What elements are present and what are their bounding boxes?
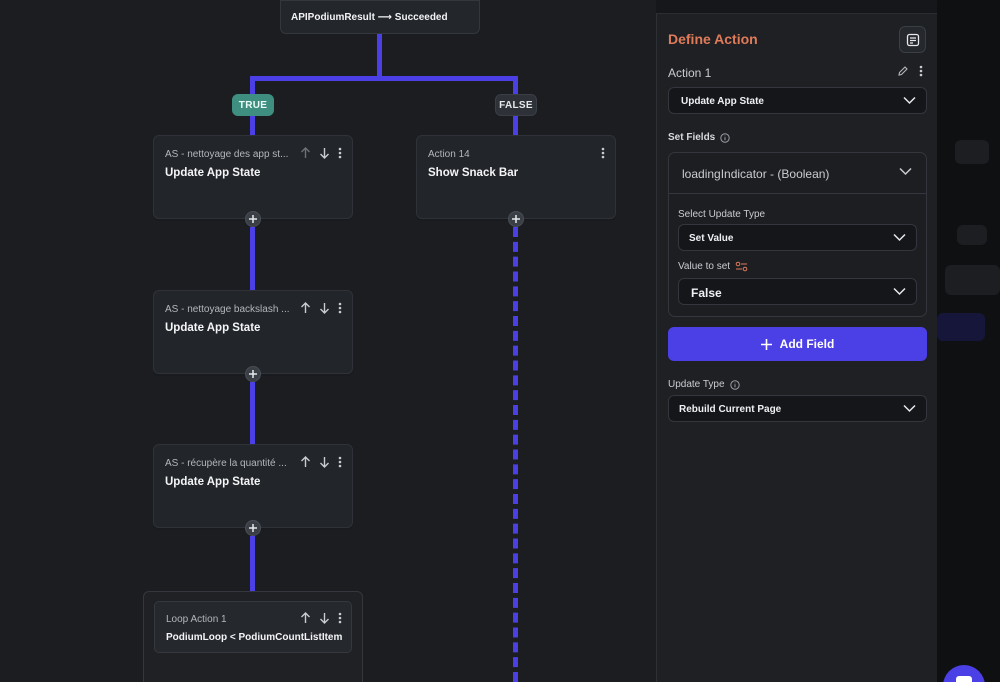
field-name: loadingIndicator - (Boolean) xyxy=(682,167,830,181)
action-name-label: Action 1 xyxy=(668,66,712,80)
dimmed-block xyxy=(957,225,987,245)
add-action-button[interactable] xyxy=(245,366,261,382)
arrow-up-icon[interactable] xyxy=(300,147,311,159)
add-action-button[interactable] xyxy=(245,211,261,227)
node-title: Show Snack Bar xyxy=(428,167,519,179)
connector-false-dashed xyxy=(513,227,518,682)
info-icon xyxy=(720,132,730,143)
arrow-down-icon[interactable] xyxy=(319,612,330,624)
value-to-set-value: False xyxy=(691,286,722,300)
node-title: Update App State xyxy=(165,476,261,488)
select-update-type-label: Select Update Type xyxy=(678,209,766,220)
panel-title: Define Action xyxy=(668,31,758,47)
dimmed-block xyxy=(945,265,1000,295)
action-type-value: Update App State xyxy=(681,96,764,107)
node-title: Update App State xyxy=(165,322,261,334)
page-update-type-value: Rebuild Current Page xyxy=(679,404,782,415)
node-subtitle: AS - récupère la quantité ... xyxy=(165,458,287,469)
add-field-button[interactable]: Add Field xyxy=(668,327,927,361)
plus-icon xyxy=(249,524,257,532)
value-to-set-label: Value to set xyxy=(678,261,748,272)
info-icon xyxy=(729,379,740,390)
loop-subtitle: Loop Action 1 xyxy=(166,614,227,625)
arrow-up-icon[interactable] xyxy=(300,302,311,314)
more-vertical-icon[interactable] xyxy=(338,456,342,468)
notes-button[interactable] xyxy=(899,26,926,53)
plus-icon xyxy=(512,215,520,223)
variable-icon[interactable] xyxy=(735,261,748,272)
dimmed-block xyxy=(937,313,985,341)
node-title: Update App State xyxy=(165,167,261,179)
condition-text: APIPodiumResult ⟶ Succeeded xyxy=(291,12,448,23)
action-node-show-snack-bar[interactable]: Action 14 Show Snack Bar xyxy=(416,135,616,219)
plus-icon xyxy=(249,215,257,223)
action-node-get-quantity[interactable]: AS - récupère la quantité ... Update App… xyxy=(153,444,353,528)
add-action-button[interactable] xyxy=(508,211,524,227)
chevron-down-icon xyxy=(899,167,912,176)
more-vertical-icon[interactable] xyxy=(919,65,923,77)
action-flow-canvas[interactable]: APIPodiumResult ⟶ Succeeded TRUE FALSE A… xyxy=(0,0,656,682)
condition-node[interactable]: APIPodiumResult ⟶ Succeeded xyxy=(280,0,480,34)
chat-fab-button[interactable] xyxy=(943,665,985,682)
chevron-down-icon xyxy=(893,287,906,296)
action-node-clear-backslash[interactable]: AS - nettoyage backslash ... Update App … xyxy=(153,290,353,374)
more-vertical-icon[interactable] xyxy=(338,612,342,624)
plus-icon xyxy=(249,370,257,378)
branch-true-pill[interactable]: TRUE xyxy=(232,94,274,116)
dimmed-overlay xyxy=(937,0,1000,682)
chevron-down-icon xyxy=(903,404,916,413)
connector-trunk xyxy=(377,34,382,78)
field-editor: loadingIndicator - (Boolean) Select Upda… xyxy=(668,152,927,317)
action-node-clear-app-state[interactable]: AS - nettoyage des app st... Update App … xyxy=(153,135,353,219)
update-type-label: Update Type xyxy=(668,379,740,390)
node-subtitle: AS - nettoyage backslash ... xyxy=(165,304,289,315)
connector-true-3 xyxy=(250,536,255,592)
loop-action-node[interactable]: Loop Action 1 PodiumLoop < PodiumCountLi… xyxy=(154,601,352,653)
plus-icon xyxy=(760,338,772,350)
node-subtitle: AS - nettoyage des app st... xyxy=(165,149,289,160)
more-vertical-icon[interactable] xyxy=(338,147,342,159)
set-fields-label: Set Fields xyxy=(668,132,730,143)
arrow-down-icon[interactable] xyxy=(319,302,330,314)
edit-pencil-icon[interactable] xyxy=(897,65,909,77)
define-action-panel: Define Action Action 1 Update App State … xyxy=(656,14,937,682)
page-update-type-select[interactable]: Rebuild Current Page xyxy=(668,395,927,422)
chevron-down-icon xyxy=(893,233,906,242)
notes-icon xyxy=(906,33,919,46)
loop-title: PodiumLoop < PodiumCountListItem xyxy=(166,632,343,643)
arrow-down-icon[interactable] xyxy=(319,147,330,159)
arrow-up-icon[interactable] xyxy=(300,612,311,624)
more-vertical-icon[interactable] xyxy=(601,147,605,159)
chat-icon xyxy=(956,676,972,682)
more-vertical-icon[interactable] xyxy=(338,302,342,314)
node-subtitle: Action 14 xyxy=(428,149,470,160)
connector-true-2 xyxy=(250,382,255,445)
value-to-set-select[interactable]: False xyxy=(678,278,917,305)
update-type-select[interactable]: Set Value xyxy=(678,224,917,251)
update-type-value: Set Value xyxy=(689,233,734,244)
loop-container[interactable]: Loop Action 1 PodiumLoop < PodiumCountLi… xyxy=(143,591,363,682)
branch-false-pill[interactable]: FALSE xyxy=(495,94,537,116)
add-action-button[interactable] xyxy=(245,520,261,536)
arrow-down-icon[interactable] xyxy=(319,456,330,468)
add-field-label: Add Field xyxy=(779,337,835,351)
connector-split xyxy=(250,76,518,81)
chevron-down-icon xyxy=(903,96,916,105)
arrow-up-icon[interactable] xyxy=(300,456,311,468)
action-type-select[interactable]: Update App State xyxy=(668,87,927,114)
dimmed-block xyxy=(955,140,989,164)
field-header[interactable]: loadingIndicator - (Boolean) xyxy=(669,153,926,194)
connector-true-1 xyxy=(250,227,255,291)
